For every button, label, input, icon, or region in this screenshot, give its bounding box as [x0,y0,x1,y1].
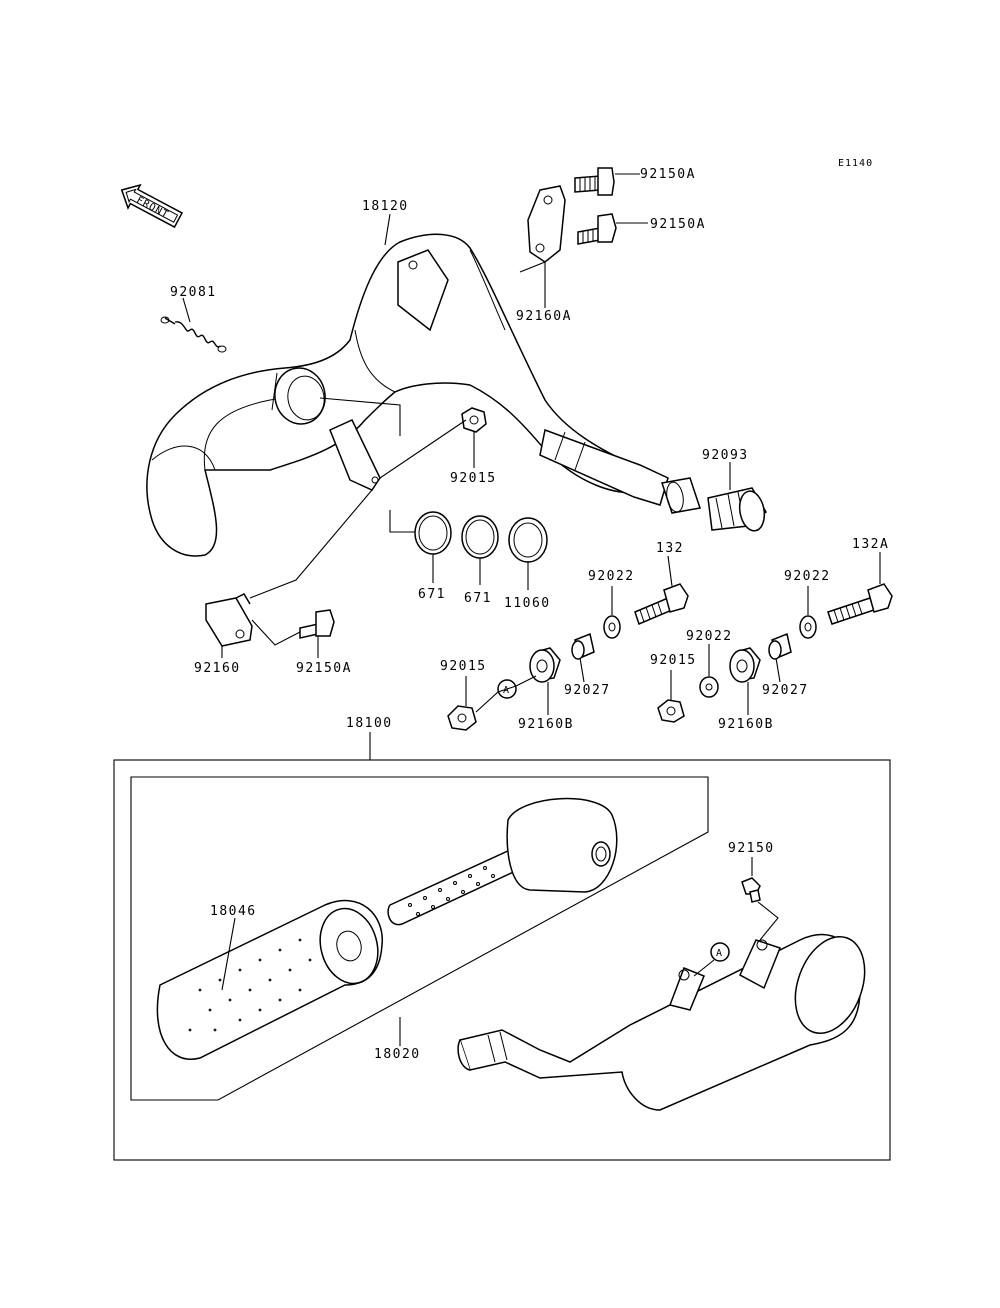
label-18046: 18046 [210,904,257,919]
label-92015-b: 92015 [440,659,487,674]
label-92160B-b: 92160B [718,717,774,732]
washer-92022-b [699,676,719,698]
label-92150A-2: 92150A [650,217,706,232]
muffler-body [457,933,866,1111]
muffler-internals-box [130,776,709,1101]
expansion-chamber [146,233,701,557]
grommet-92160B-b [729,647,761,683]
grommet-92160B-a [529,647,561,683]
label-92160A: 92160A [516,309,572,324]
o-ring-671-a [414,511,452,555]
rubber-92093 [707,487,767,532]
label-132: 132 [656,541,684,556]
label-92015-c: 92015 [650,653,697,668]
bolt-132 [634,583,689,626]
ref-marker-a-muffler [710,942,730,962]
nut-92015-top [461,407,487,433]
label-92150: 92150 [728,841,775,856]
label-92150A-1: 92150A [640,167,696,182]
diagram-code: E1140 [838,158,873,169]
bolt-132A [827,583,893,625]
bracket-92160A [527,185,566,263]
front-arrow-icon: FRONT [120,183,184,229]
label-132A: 132A [852,537,889,552]
collar-92027-a [571,632,595,660]
label-18120: 18120 [362,199,409,214]
packing-18046 [156,899,383,1060]
ref-marker-a-mid-label: A [503,685,510,696]
label-92022-b: 92022 [686,629,733,644]
collar-92027-b [768,632,792,660]
label-92081: 92081 [170,285,217,300]
gasket-11060 [508,517,548,563]
bolt-92150A-top [574,167,615,196]
leader-lines [182,173,881,1046]
nut-92015-left [447,705,477,731]
nut-92015-right [657,699,685,723]
label-671-b: 671 [464,591,492,606]
label-18100: 18100 [346,716,393,731]
bolt-92150A-lower [299,609,335,639]
label-11060: 11060 [504,596,551,611]
label-18020: 18020 [374,1047,421,1062]
ref-marker-a-muffler-label: A [716,948,723,959]
label-92027-a: 92027 [564,683,611,698]
bolt-92150 [741,877,761,903]
washer-92022-c [799,615,817,639]
label-92022-a: 92022 [588,569,635,584]
label-92150A-3: 92150A [296,661,352,676]
bracket-92160 [205,593,253,647]
bolt-92150A-mid [577,213,617,245]
label-92015-a: 92015 [450,471,497,486]
o-ring-671-b [461,515,499,559]
muffler-assembly-box [113,759,891,1161]
label-92160: 92160 [194,661,241,676]
label-92160B-a: 92160B [518,717,574,732]
label-92022-c: 92022 [784,569,831,584]
spring-92081 [160,316,227,353]
label-671-a: 671 [418,587,446,602]
muffler-end-cap [506,797,618,893]
label-92093: 92093 [702,448,749,463]
perforated-pipe [387,849,524,926]
washer-92022-a [603,615,621,639]
label-92027-b: 92027 [762,683,809,698]
